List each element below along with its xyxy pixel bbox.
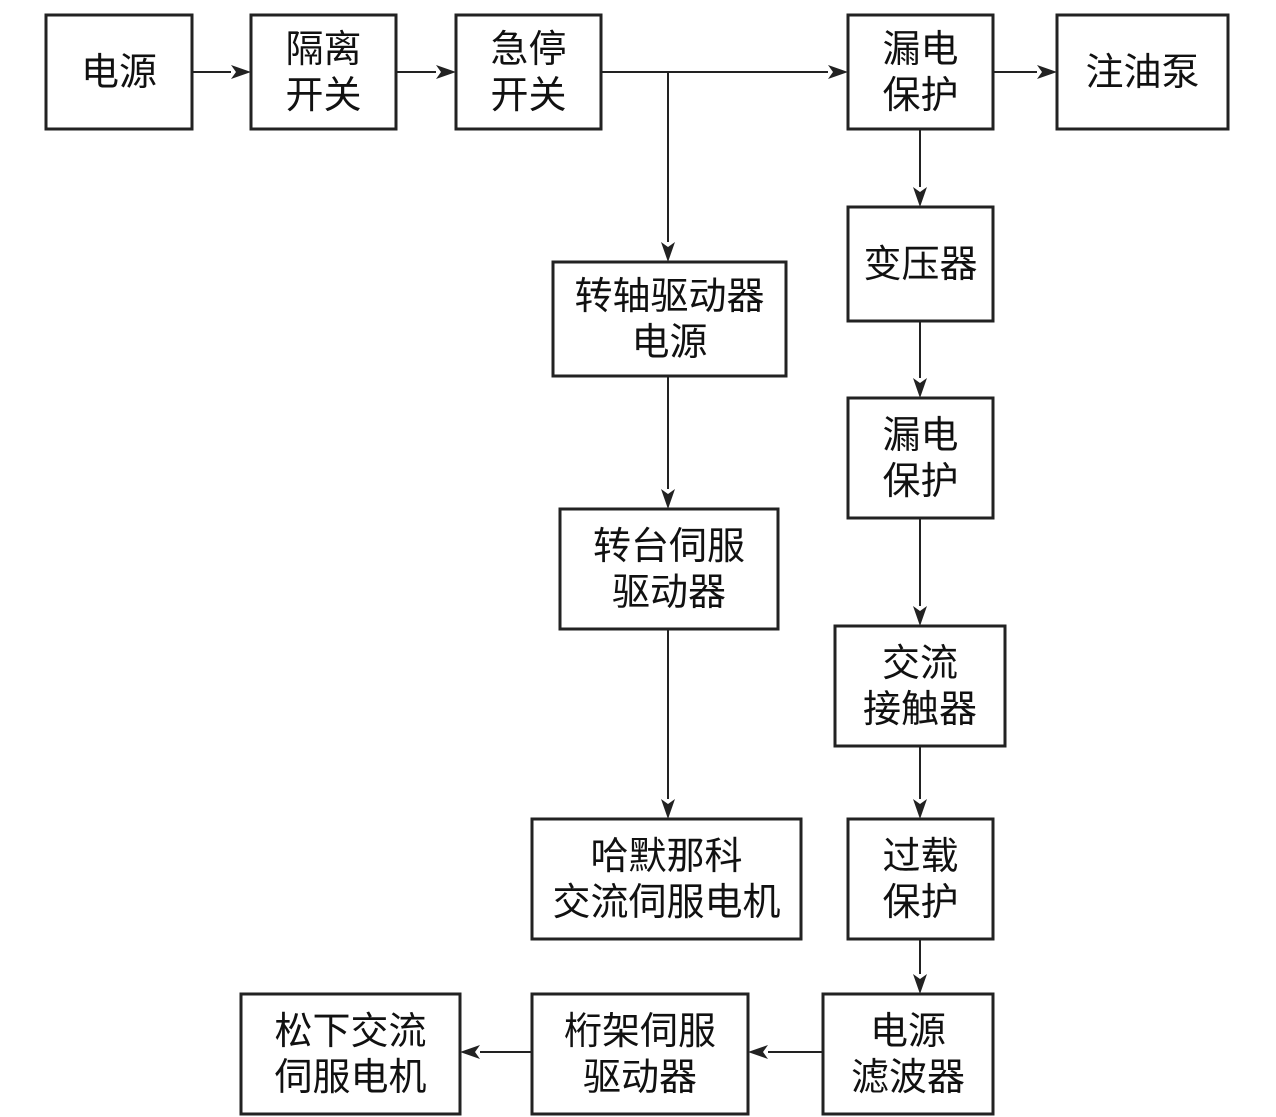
node-box [821, 992, 995, 1116]
node-label-line: 滤波器 [851, 1055, 965, 1099]
edge-leakage-protection-2-to-ac-contactor [913, 518, 927, 626]
node-label-line: 开关 [285, 73, 361, 117]
arrow-head-icon [661, 242, 675, 262]
node-box [249, 13, 398, 131]
node-box [551, 260, 788, 378]
node-box [846, 205, 995, 323]
arrow-head-icon [661, 489, 675, 509]
node-label-line: 桁架伺服 [564, 1009, 716, 1053]
node-label-line: 开关 [490, 73, 566, 117]
node-label-line: 隔离 [285, 27, 361, 71]
edge-power-source-to-isolation-switch [192, 65, 251, 79]
node-box [846, 817, 995, 941]
nodes: 电源隔离开关急停开关漏电保护注油泵变压器转轴驱动器电源漏电保护转台伺服驱动器交流… [44, 13, 1230, 1116]
edge-leakage-protection-1-to-transformer [913, 129, 927, 207]
edge-power-filter-to-gantry-servo-driver [748, 1045, 823, 1059]
node-label-line: 交流伺服电机 [552, 880, 780, 924]
edge-transformer-to-leakage-protection-2 [913, 321, 927, 398]
edge-isolation-switch-to-emergency-stop-switch [396, 65, 456, 79]
node-label-line: 转台伺服 [593, 524, 745, 568]
connectors [192, 65, 1057, 1059]
node-label-line: 电源 [870, 1009, 946, 1053]
node-label-line: 漏电 [882, 27, 958, 71]
node-label-line: 注油泵 [1085, 50, 1199, 94]
edge-emergency-stop-switch-to-leakage-protection-1 [601, 65, 848, 79]
arrow-head-icon [913, 799, 927, 819]
node-label-line: 电源 [631, 320, 707, 364]
arrow-head-icon [460, 1045, 480, 1059]
node-box [846, 13, 995, 131]
arrow-head-icon [913, 378, 927, 398]
edge-ac-contactor-to-overload-protection [913, 746, 927, 819]
node-box [833, 624, 1007, 748]
node-label-line: 变压器 [863, 242, 977, 286]
node-box [558, 507, 780, 631]
node-label-line: 过载 [882, 834, 958, 878]
node-label-line: 伺服电机 [274, 1055, 426, 1099]
node-box [1055, 13, 1230, 131]
arrow-head-icon [913, 187, 927, 207]
arrow-head-icon [231, 65, 251, 79]
edge-emergency-stop-switch-to-spindle-driver-power [661, 72, 675, 262]
node-box [530, 992, 750, 1116]
node-label-line: 保护 [882, 880, 958, 924]
node-box [530, 817, 803, 941]
edge-leakage-protection-1-to-oil-pump [993, 65, 1057, 79]
node-label-line: 转轴驱动器 [574, 274, 764, 318]
arrow-head-icon [661, 799, 675, 819]
node-label-line: 保护 [882, 73, 958, 117]
node-label-line: 急停 [490, 27, 566, 71]
node-power-source: 电源 [44, 13, 194, 131]
edge-gantry-servo-driver-to-panasonic-ac-servo-motor [460, 1045, 532, 1059]
arrow-head-icon [913, 606, 927, 626]
edge-turntable-servo-driver-to-harmonica-ac-servo-motor [661, 629, 675, 819]
node-label-line: 交流 [882, 641, 958, 685]
node-label-line: 哈默那科 [590, 834, 742, 878]
edge-overload-protection-to-power-filter [913, 939, 927, 994]
arrow-head-icon [828, 65, 848, 79]
node-box [239, 992, 462, 1116]
node-label-line: 驱动器 [583, 1055, 697, 1099]
node-box [44, 13, 194, 131]
arrow-head-icon [913, 974, 927, 994]
node-label-line: 接触器 [863, 687, 977, 731]
arrow-head-icon [748, 1045, 768, 1059]
node-transformer: 变压器 [846, 205, 995, 323]
node-oil-pump: 注油泵 [1055, 13, 1230, 131]
arrow-head-icon [436, 65, 456, 79]
edge-spindle-driver-power-to-turntable-servo-driver [661, 376, 675, 509]
node-label-line: 漏电 [882, 413, 958, 457]
node-box [846, 396, 995, 520]
node-label-line: 驱动器 [612, 570, 726, 614]
arrow-head-icon [1037, 65, 1057, 79]
node-box [454, 13, 603, 131]
node-label-line: 电源 [81, 50, 157, 94]
node-label-line: 松下交流 [274, 1009, 426, 1053]
node-label-line: 保护 [882, 459, 958, 503]
